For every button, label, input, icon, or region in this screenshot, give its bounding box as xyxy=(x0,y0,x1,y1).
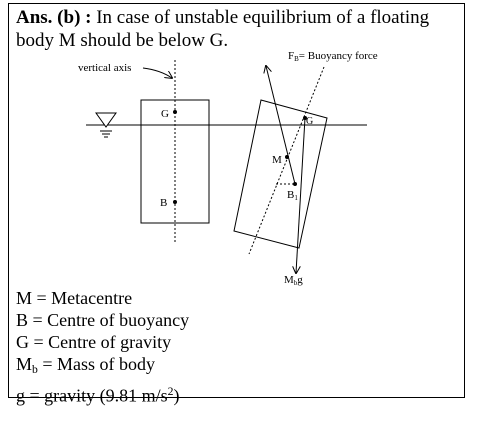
legend-centre-of-buoyancy: B = Centre of buoyancy xyxy=(16,310,190,330)
vertical-axis-label: vertical axis xyxy=(78,62,131,74)
weight-arrow xyxy=(296,117,306,273)
legend: M = Metacentre B = Centre of buoyancy G … xyxy=(16,287,189,406)
legend-gravity: g = gravity (9.81 m/s2) xyxy=(16,384,180,406)
buoyancy-force-arrow xyxy=(266,66,296,185)
tilted-body xyxy=(233,99,328,249)
legend-metacentre: M = Metacentre xyxy=(16,288,133,308)
tilted-axis-line xyxy=(248,66,325,255)
metacentre-point xyxy=(285,155,289,159)
centre-of-buoyancy-point xyxy=(173,200,177,204)
tilted-centre-of-gravity-point xyxy=(303,116,307,120)
g-label-tilted: G xyxy=(306,116,313,127)
answer-text: Ans. (b) : In case of unstable equilibri… xyxy=(16,6,466,52)
b1-label: B1 xyxy=(287,189,298,202)
answer-box xyxy=(8,3,465,398)
vertical-axis-pointer xyxy=(142,67,172,78)
b-label-upright: B xyxy=(160,197,167,209)
g-label-upright: G xyxy=(161,108,169,120)
shifted-centre-of-buoyancy-point xyxy=(293,182,297,186)
weight-label: Mbg xyxy=(284,274,303,287)
top-edge-mask xyxy=(0,0,501,3)
water-level-icon xyxy=(95,112,117,138)
m-label: M xyxy=(272,154,282,166)
legend-centre-of-gravity: G = Centre of gravity xyxy=(16,332,172,352)
answer-prefix: Ans. (b) : xyxy=(16,7,92,28)
legend-mass-of-body: Mb = Mass of body xyxy=(16,354,156,376)
buoyancy-force-label: FB= Buoyancy force xyxy=(288,50,378,63)
centre-of-gravity-point xyxy=(173,110,177,114)
answer-body: In case of unstable equilibrium of a flo… xyxy=(16,7,430,51)
